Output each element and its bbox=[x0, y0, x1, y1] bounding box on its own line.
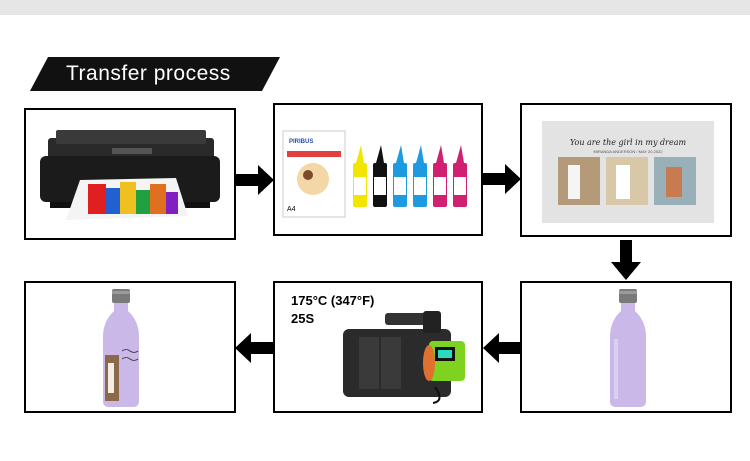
mug-press-image bbox=[275, 283, 481, 411]
paper-brand: PIRIBUS bbox=[289, 139, 313, 145]
arrow-left-icon bbox=[483, 333, 521, 363]
step-mug-press: 175°C (347°F) 25S bbox=[273, 281, 483, 413]
step-design-template: You are the girl in my dream MIRANDA AND… bbox=[520, 103, 732, 237]
arrow-down-icon bbox=[611, 240, 641, 280]
template-headline: You are the girl in my dream bbox=[570, 138, 687, 147]
step-printed-bottle bbox=[24, 281, 236, 413]
arrow-left-icon bbox=[235, 333, 273, 363]
paper-size: A4 bbox=[287, 206, 296, 213]
step-paper-and-ink: PIRIBUS A4 bbox=[273, 103, 483, 236]
top-strip bbox=[0, 0, 750, 15]
printed-bottle-image bbox=[26, 283, 234, 411]
step-blank-bottle bbox=[520, 281, 732, 413]
page-title: Transfer process bbox=[66, 60, 231, 88]
step-printer bbox=[24, 108, 236, 240]
template-subline: MIRANDA ANDERSON / MAY 20,2022 bbox=[594, 149, 664, 154]
design-template-image: You are the girl in my dream MIRANDA AND… bbox=[522, 105, 730, 235]
ink-bottles bbox=[353, 145, 467, 207]
arrow-right-icon bbox=[236, 165, 274, 195]
blank-bottle-image bbox=[522, 283, 730, 411]
arrow-right-icon bbox=[483, 164, 521, 194]
paper-ink-image: PIRIBUS A4 bbox=[275, 105, 481, 234]
title-banner: Transfer process bbox=[30, 57, 280, 91]
printer-image bbox=[26, 110, 234, 238]
